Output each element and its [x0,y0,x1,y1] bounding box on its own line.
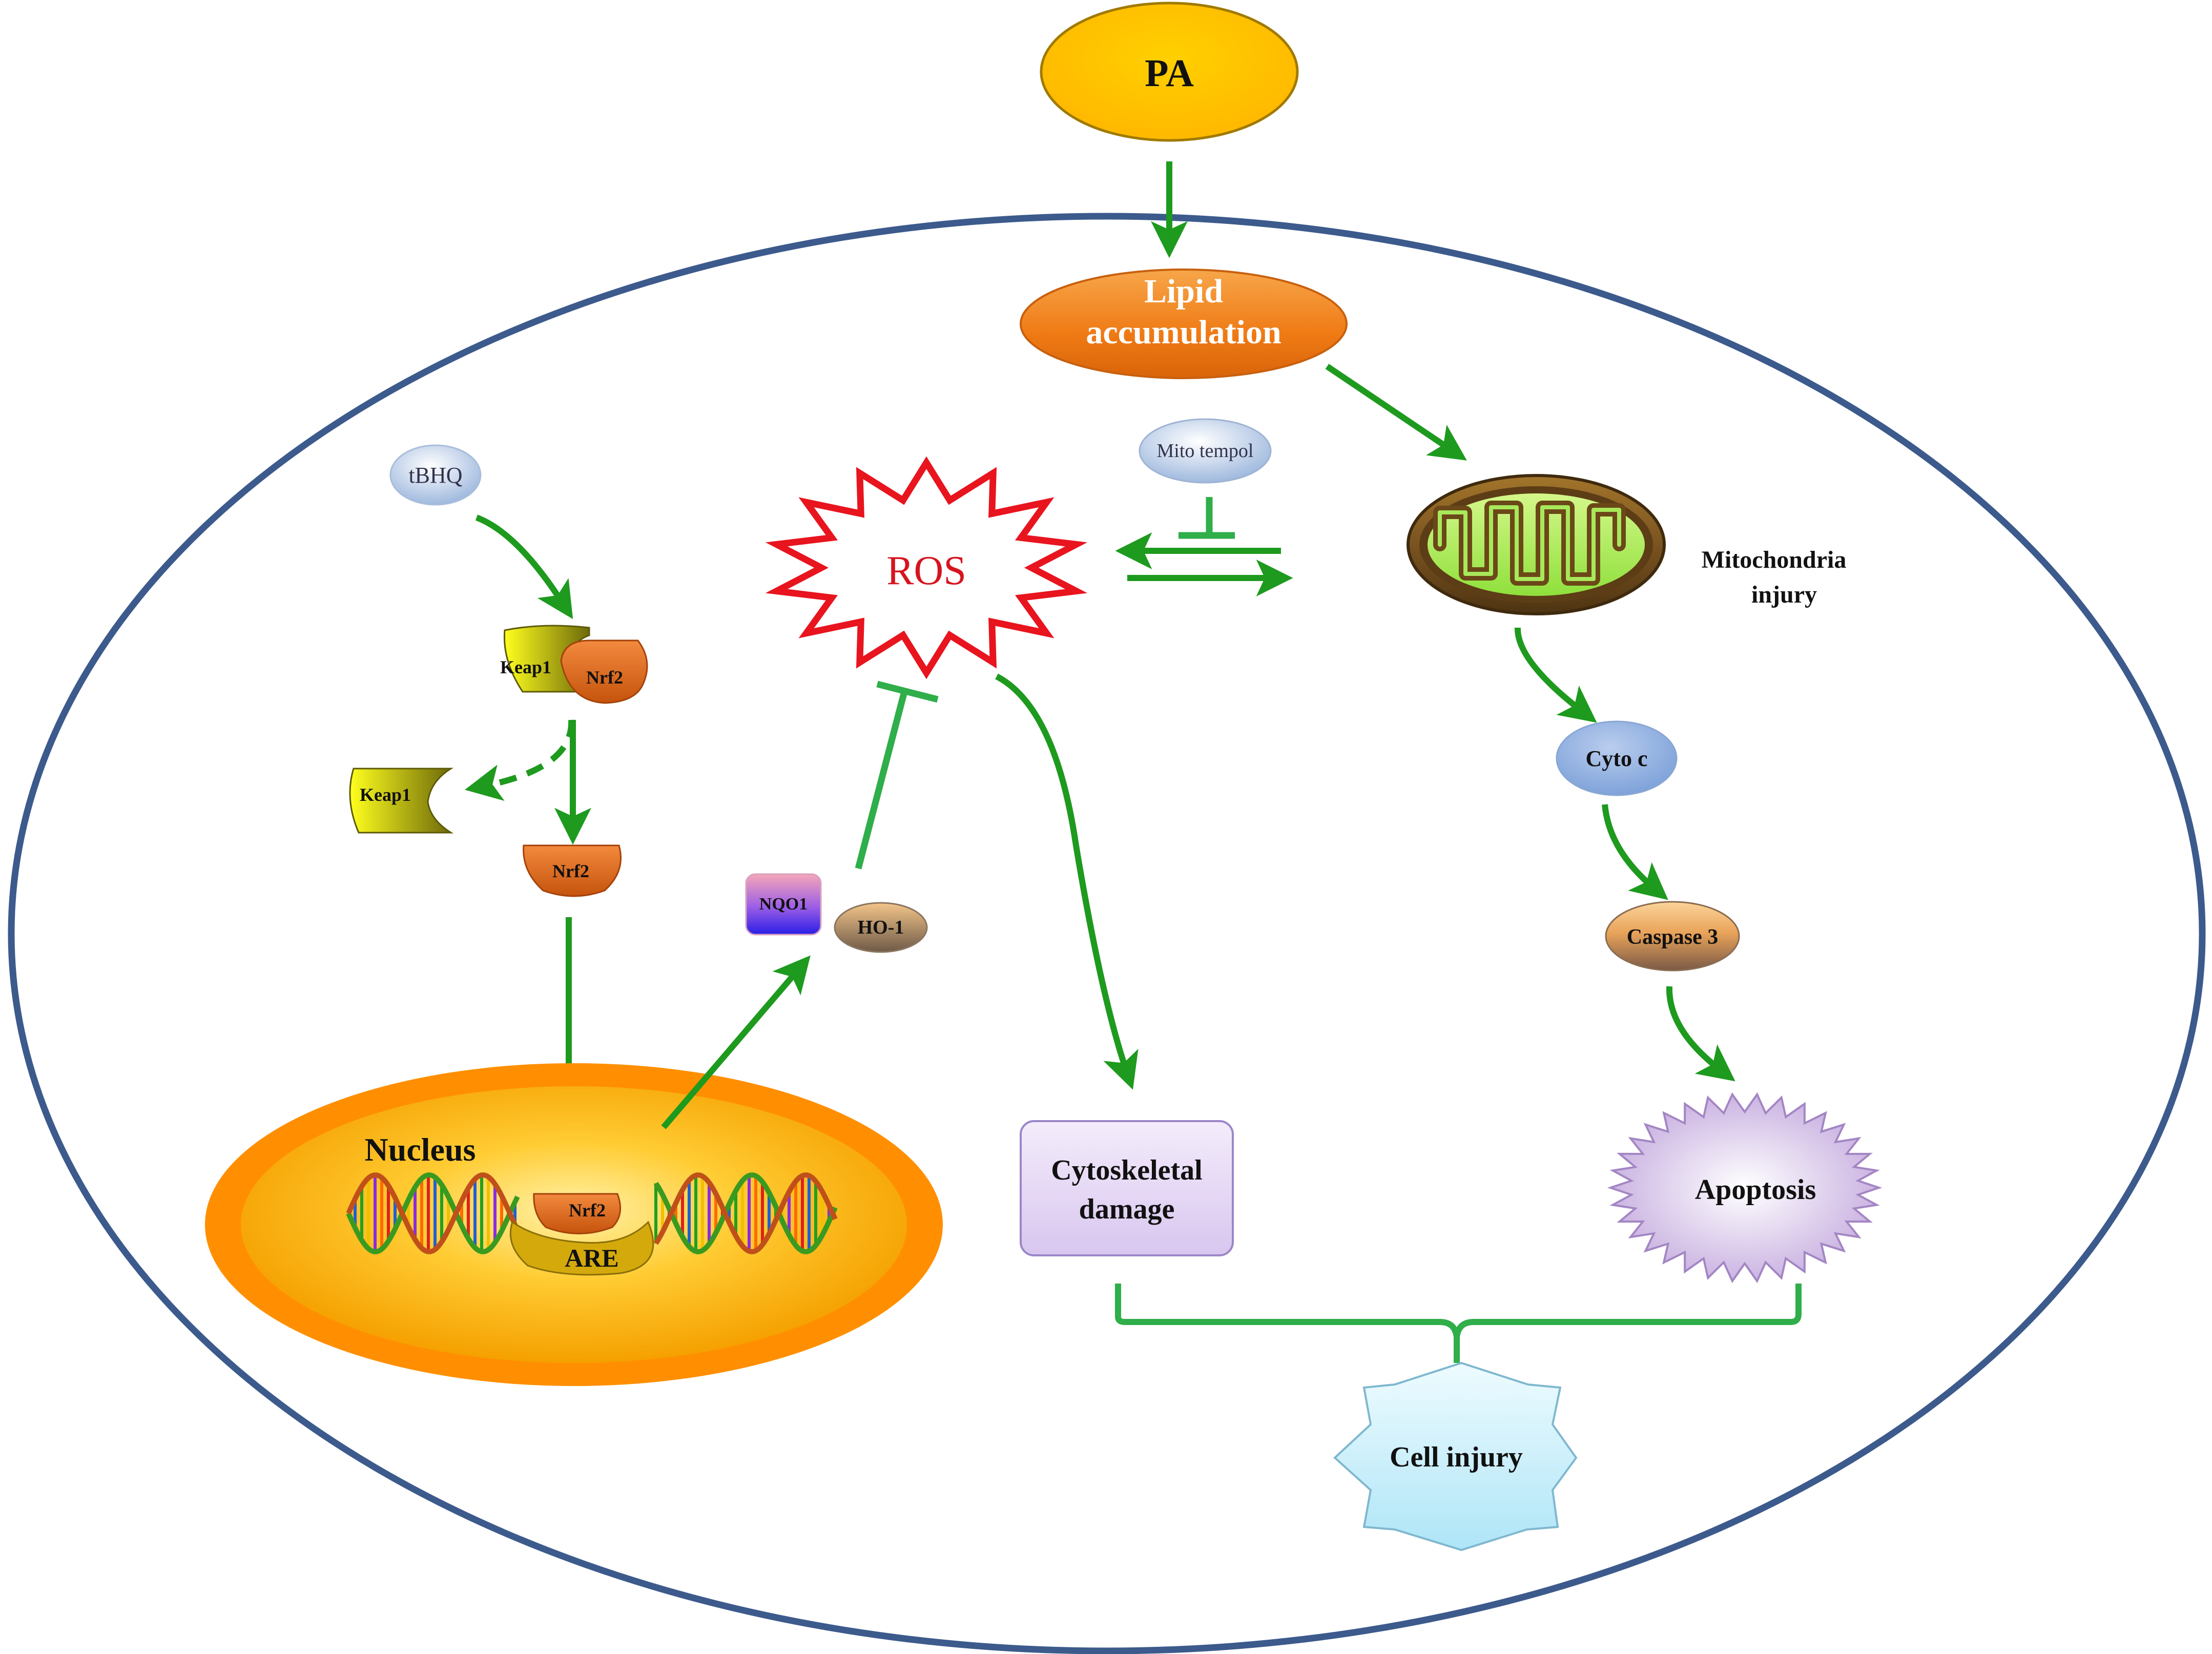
arrow-lipid-mitochondria [1325,364,1467,461]
cell-injury-label: Cell injury [1390,1441,1523,1473]
dna-backbone [346,1172,520,1254]
tbhq-node: tBHQ [389,444,482,506]
mitochondria-icon [1407,474,1666,615]
lipid-accumulation-node: Lipid accumulation [1020,268,1348,379]
cell-injury-shape [1333,1361,1578,1552]
cytoskeletal-damage-node: Cytoskeletal damage [1020,1120,1234,1256]
mito-injury-label-line2: injury [1751,581,1817,608]
cell-membrane [8,213,2205,1654]
arrow-cytoc-caspase3 [1602,804,1668,900]
nqo1-node: NQO1 [745,873,822,936]
dna-helix-icon [346,1172,838,1254]
cell-injury-node: Cell injury [1333,1361,1578,1552]
caspase3-label: Caspase 3 [1627,925,1719,949]
mito-tempol-node: Mito tempol [1139,418,1272,484]
cytoskeletal-label-line2: damage [1079,1193,1175,1225]
nrf2-are-binding: Nrf2 ARE [509,1193,654,1276]
arrow-mitochondria-cytoc [1514,627,1597,723]
arrow-tbhq-complex [475,514,573,619]
keap1-complex-label: Keap1 [500,657,551,677]
inhibit-ho1-ros [855,680,939,870]
arrow-complex-keap1-dashed [465,719,575,801]
ros-node: ROS [765,456,1088,679]
dna-backbone [346,1172,520,1254]
lipid-label-line2: accumulation [1086,314,1281,351]
apoptosis-label: Apoptosis [1695,1174,1816,1206]
nrf2-complex-label: Nrf2 [586,667,623,688]
arrow-caspase3-apoptosis [1666,986,1735,1082]
pa-label: PA [1145,52,1194,95]
ros-starburst [765,456,1088,679]
nrf2-free-label: Nrf2 [552,861,589,881]
cyto-c-label: Cyto c [1586,746,1648,771]
apoptosis-starburst [1607,1092,1883,1284]
mito-injury-label-line1: Mitochondria [1702,546,1847,573]
caspase3-node: Caspase 3 [1605,901,1740,971]
tbhq-label: tBHQ [408,463,462,488]
mito-tempol-label: Mito tempol [1157,440,1254,462]
dna-backbone [653,1172,838,1254]
arrow-nucleus-enzymes [661,955,811,1129]
keap1-free: Keap1 [349,768,454,834]
cyto-c-node: Cyto c [1556,720,1678,796]
nqo1-label: NQO1 [759,895,808,914]
pa-node: PA [1040,2,1299,142]
nrf2-nucleus-label: Nrf2 [569,1200,606,1221]
ho1-label: HO-1 [858,917,904,938]
keap1-free-label: Keap1 [360,784,411,805]
arrow-ros-cytoskeletal [995,673,1139,1090]
outcome-bracket [1115,1284,1802,1338]
cytoskeletal-label-line1: Cytoskeletal [1051,1154,1203,1186]
nucleus-label: Nucleus [365,1131,476,1168]
are-label: ARE [565,1244,619,1272]
inhibit-mito-tempol [1179,497,1235,539]
ho1-node: HO-1 [834,902,928,953]
nrf2-free: Nrf2 [523,844,622,897]
lipid-label-line1: Lipid [1144,273,1223,310]
apoptosis-node: Apoptosis [1607,1092,1883,1284]
keap1-nrf2-complex: Keap1 Nrf2 [500,625,648,704]
ros-label: ROS [886,548,966,593]
dna-backbone [653,1172,838,1254]
